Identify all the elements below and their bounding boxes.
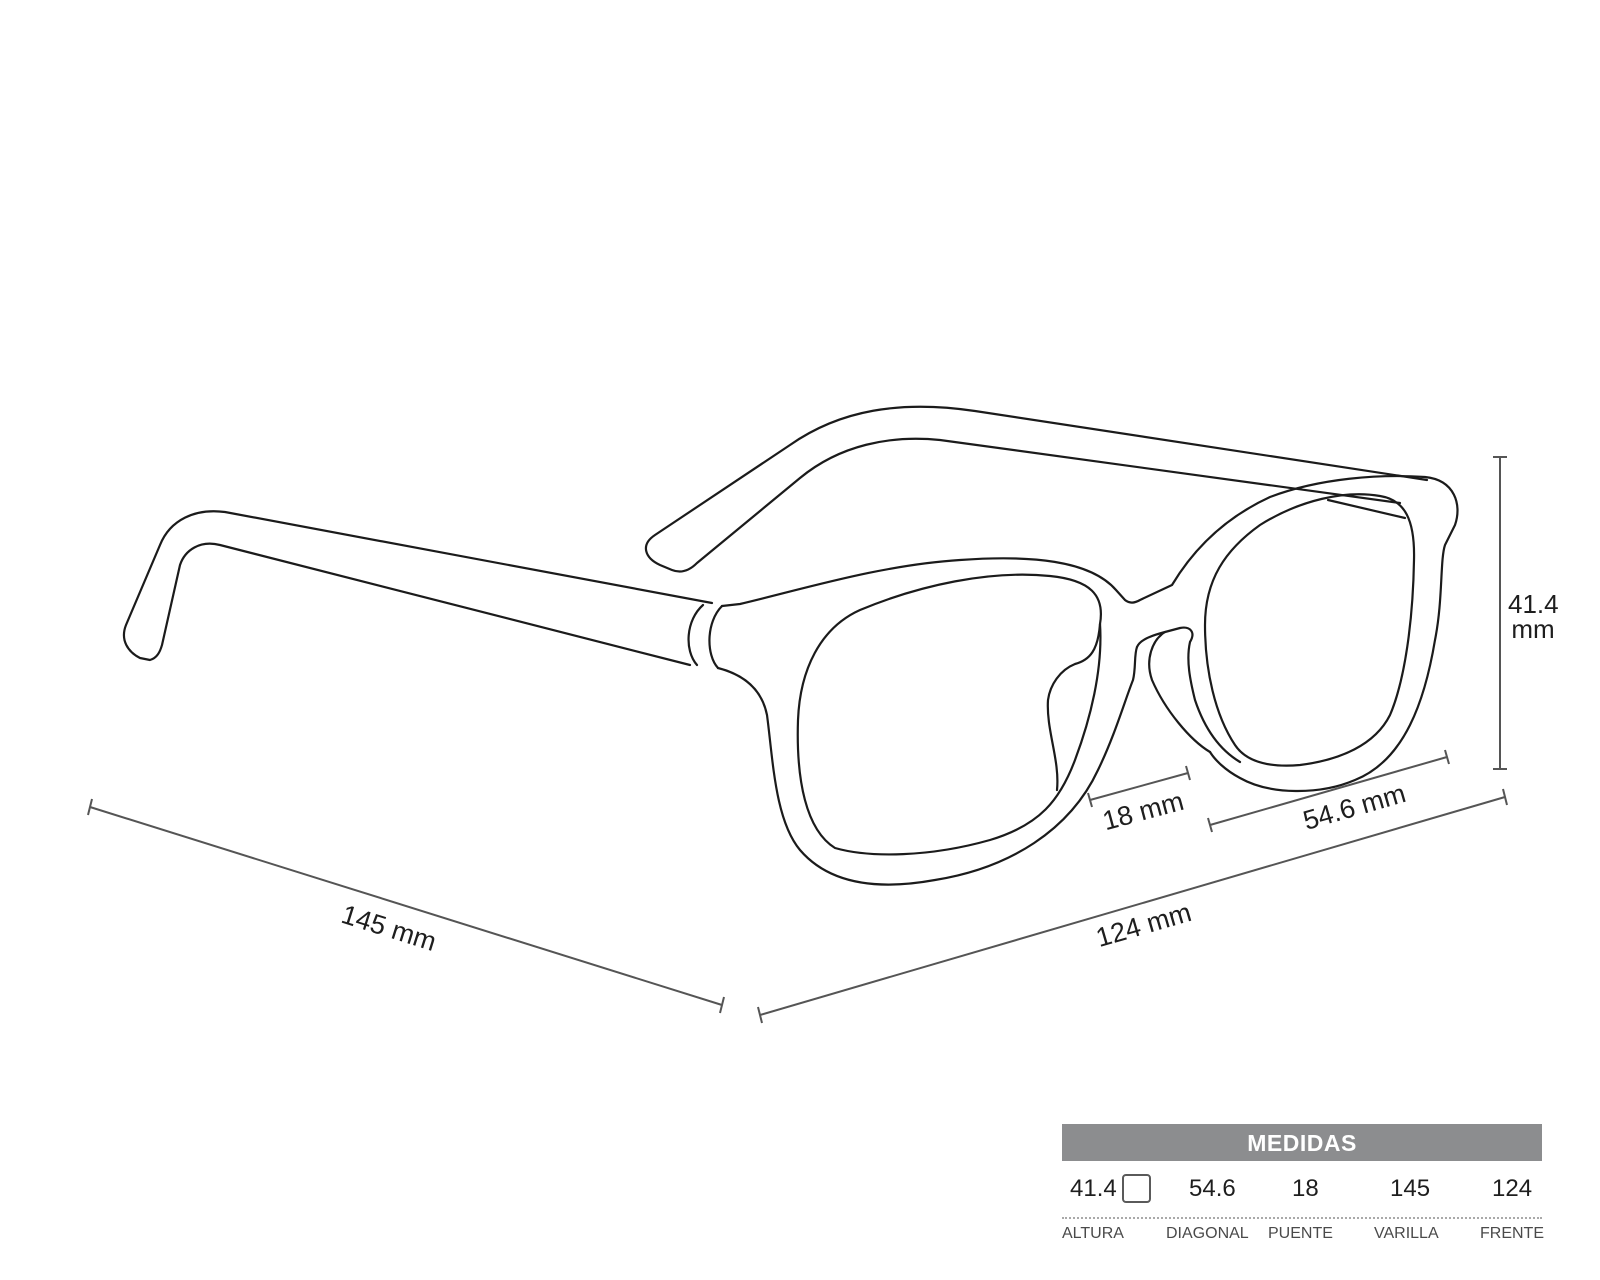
label-diagonal: DIAGONAL (1166, 1225, 1249, 1242)
dimension-lens-height (1493, 456, 1507, 770)
near-temple-arm (122, 510, 724, 670)
value-varilla: 145 (1390, 1175, 1431, 1202)
square-lens-shape-icon (1122, 1174, 1151, 1203)
value-altura: 41.4 (1070, 1175, 1117, 1202)
right-lens (1203, 493, 1416, 767)
value-puente: 18 (1292, 1175, 1319, 1202)
dimension-temple-length (87, 798, 725, 1014)
labels-row: ALTURA DIAGONAL PUENTE VARILLA FRENTE (1062, 1217, 1544, 1247)
far-temple-arm (644, 405, 1429, 573)
label-altura: ALTURA (1062, 1225, 1124, 1242)
table-title: MEDIDAS (1062, 1124, 1542, 1161)
dimension-bridge (1087, 765, 1191, 808)
value-diagonal: 54.6 (1189, 1175, 1236, 1202)
nose-pad (1135, 626, 1242, 764)
label-varilla: VARILLA (1374, 1225, 1439, 1242)
values-row: 41.4 54.6 18 145 124 (1062, 1161, 1542, 1219)
table-divider (1062, 1217, 1542, 1219)
lens-height-label: 41.4 mm (1508, 589, 1559, 644)
label-puente: PUENTE (1268, 1225, 1333, 1242)
left-lens (796, 573, 1102, 856)
label-frente: FRENTE (1480, 1225, 1544, 1242)
dimension-lens-diagonal (1207, 749, 1450, 833)
value-frente: 124 (1492, 1175, 1533, 1202)
dimension-front-width (757, 788, 1508, 1024)
measurements-table: MEDIDAS 41.4 54.6 18 145 124 ALTURA DIAG… (1062, 1124, 1544, 1247)
lens-height-value: 41.4 (1508, 589, 1559, 619)
front-frame (716, 475, 1459, 886)
lens-height-unit: mm (1511, 614, 1555, 644)
